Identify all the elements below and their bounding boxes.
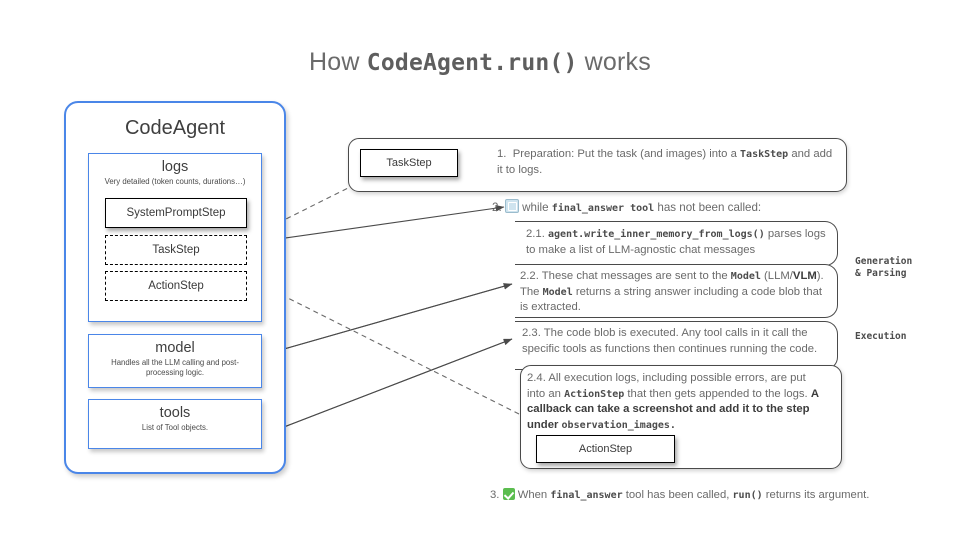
tools-heading: tools bbox=[159, 405, 191, 421]
step24-text-b: that then gets appended to the logs. bbox=[624, 387, 811, 400]
step22-text-c: ). The bbox=[520, 270, 824, 298]
step1-text-a: Preparation: Put the task (and images) i… bbox=[512, 148, 741, 160]
codeagent-title: CodeAgent bbox=[124, 117, 226, 139]
title-suffix: works bbox=[577, 48, 651, 76]
wire-model-to-step22 bbox=[255, 283, 513, 358]
log-item-taskstep[interactable]: TaskStep bbox=[105, 235, 247, 265]
log-item-systempromptstep[interactable]: SystemPromptStep bbox=[105, 198, 247, 228]
step2-header: 2. while final_answer tool has not been … bbox=[492, 199, 852, 217]
step22-code-a: Model bbox=[730, 271, 761, 282]
logs-heading: logs bbox=[161, 159, 189, 175]
codeagent-panel: CodeAgent logs Very detailed (token coun… bbox=[64, 101, 286, 474]
step22-text: 2.2. These chat messages are sent to the… bbox=[520, 269, 825, 316]
step22-card bbox=[515, 264, 838, 318]
step3-text-a: When bbox=[517, 489, 551, 501]
wire-tools-to-step23 bbox=[257, 338, 513, 438]
model-heading: model bbox=[155, 340, 195, 356]
title-code: CodeAgent.run() bbox=[366, 50, 578, 76]
tools-box: tools List of Tool objects. bbox=[88, 399, 262, 449]
step21-text: 2.1. agent.write_inner_memory_from_logs(… bbox=[526, 227, 826, 258]
page-title: How CodeAgent.run() works bbox=[0, 48, 960, 77]
wire-model-to-step22-head bbox=[255, 283, 513, 358]
tools-subtitle: List of Tool objects. bbox=[141, 423, 209, 432]
step2-text-a: while bbox=[522, 201, 552, 214]
step2-code-a: final_answer tool bbox=[551, 203, 655, 214]
step3-number: 3. bbox=[490, 489, 500, 501]
step24-bold-a: A callback can take a screenshot and add… bbox=[527, 387, 819, 431]
step24-code-b: observation_images. bbox=[561, 419, 676, 431]
step23-text: 2.3. The code blob is executed. Any tool… bbox=[522, 326, 827, 357]
logs-box: logs Very detailed (token counts, durati… bbox=[88, 153, 262, 322]
step3-code-b: run() bbox=[732, 490, 763, 501]
step22-bold-b: VLM bbox=[792, 270, 817, 282]
step1-code-a: TaskStep bbox=[740, 149, 789, 160]
step3-text: 3. When final_answer tool has been calle… bbox=[490, 488, 930, 504]
wire-step24-to-actionstep bbox=[245, 276, 520, 415]
step24-number: 2.4. bbox=[527, 372, 546, 384]
step23-number: 2.3. bbox=[522, 327, 541, 339]
step22-text-b: (LLM/ bbox=[760, 270, 793, 282]
wire-tools-to-step23-head bbox=[257, 338, 513, 438]
step1-number: 1. bbox=[497, 148, 507, 160]
step2-number: 2. bbox=[492, 201, 502, 214]
cycle-emoji-icon bbox=[504, 199, 519, 213]
step1-text-b: and add it to logs. bbox=[497, 148, 833, 176]
step2-text-b: has not been called: bbox=[654, 201, 762, 214]
step22-code-b: Model bbox=[542, 286, 573, 298]
logs-subtitle: Very detailed (token counts, durations…) bbox=[104, 177, 246, 186]
step3-text-c: returns its argument. bbox=[762, 489, 870, 501]
step3-text-b: tool has been called, bbox=[622, 489, 733, 501]
step1-taskstep-box[interactable]: TaskStep bbox=[360, 149, 458, 177]
step24-text-a: All execution logs, including possible e… bbox=[527, 372, 806, 400]
label-generation-parsing: Generation & Parsing bbox=[855, 256, 913, 279]
wire-taskstep-to-step2 bbox=[249, 204, 505, 244]
model-subtitle: Handles all the LLM calling and post-pro… bbox=[111, 358, 239, 377]
step22-text-d: returns a string answer including a code… bbox=[520, 285, 823, 314]
model-box: model Handles all the LLM calling and po… bbox=[88, 334, 262, 388]
step22-number: 2.2. bbox=[520, 270, 539, 282]
log-item-actionstep[interactable]: ActionStep bbox=[105, 271, 247, 301]
step21-number: 2.1. bbox=[526, 228, 545, 240]
step21-text-a: parses logs to make a list of LLM-agnost… bbox=[526, 228, 826, 256]
check-emoji-icon bbox=[502, 488, 515, 500]
title-prefix: How bbox=[309, 48, 367, 76]
step24-actionstep-box[interactable]: ActionStep bbox=[536, 435, 675, 463]
step22-text-a: These chat messages are sent to the bbox=[541, 270, 731, 282]
step21-code-a: agent.write_inner_memory_from_logs() bbox=[547, 229, 765, 240]
step1-text: 1. Preparation: Put the task (and images… bbox=[497, 147, 837, 178]
step24-text: 2.4. All execution logs, including possi… bbox=[527, 371, 827, 433]
step23-text-a: The code blob is executed. Any tool call… bbox=[522, 327, 818, 355]
label-execution: Execution bbox=[855, 331, 907, 342]
step3-code-a: final_answer bbox=[550, 490, 623, 501]
step24-code-a: ActionStep bbox=[564, 388, 625, 400]
